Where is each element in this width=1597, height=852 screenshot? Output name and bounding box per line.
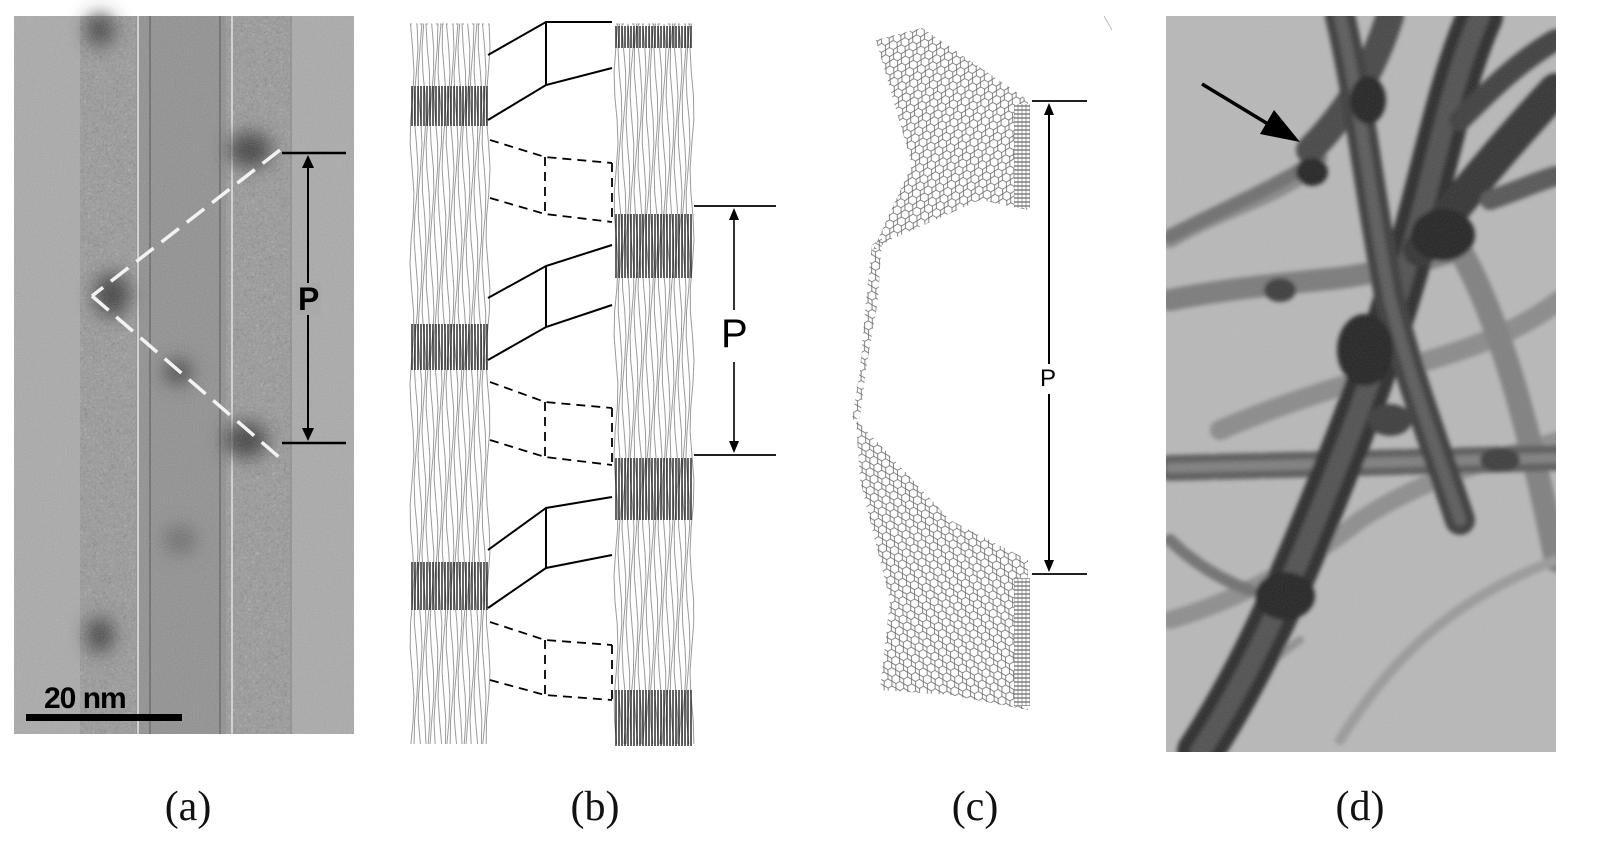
- panel-a-micrograph: [14, 14, 354, 734]
- panel-c-period-label: P: [1040, 365, 1057, 392]
- panel-c-lattice: [852, 15, 1113, 710]
- panel-b: P: [400, 0, 800, 760]
- panel-a-scale-bar-label: 20 nm: [44, 682, 127, 715]
- panel-a: P 20 nm: [0, 0, 400, 760]
- caption-a: (a): [164, 784, 212, 830]
- panel-c: P: [800, 0, 1160, 760]
- caption-c: (c): [951, 784, 999, 830]
- caption-b: (b): [570, 784, 620, 830]
- panel-b-schematic: [409, 21, 776, 746]
- panel-b-period-label: P: [721, 312, 748, 356]
- panel-a-period-label: P: [296, 281, 322, 317]
- panel-d-micrograph: [1166, 16, 1556, 752]
- panel-d: [1160, 0, 1597, 760]
- caption-d: (d): [1335, 784, 1385, 830]
